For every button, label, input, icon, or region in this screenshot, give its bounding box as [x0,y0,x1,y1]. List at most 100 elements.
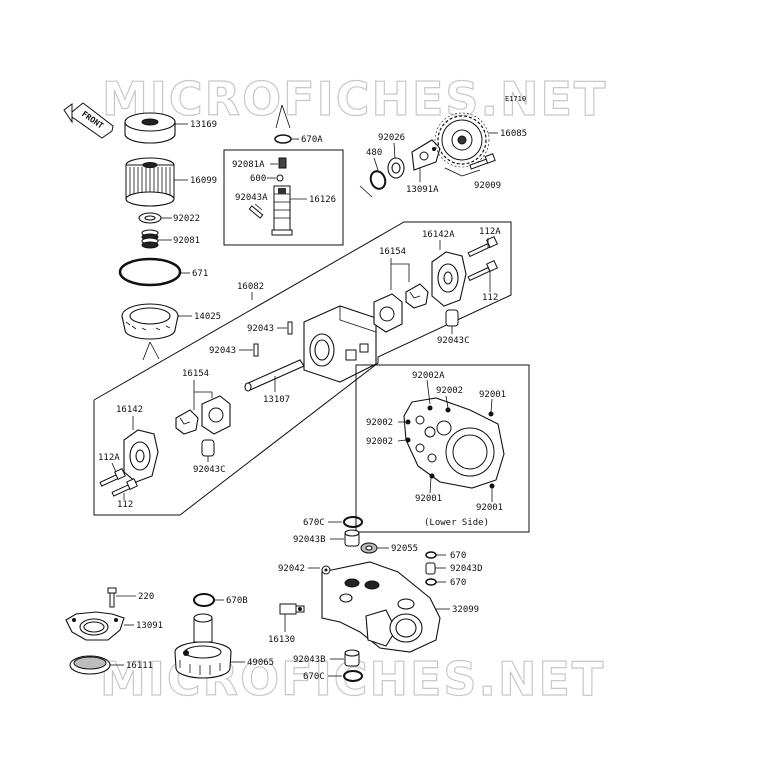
label-49065: 49065 [247,658,274,668]
label-16130: 16130 [268,635,295,645]
label-92002-a: 92002 [436,386,463,396]
label-13091A: 13091A [406,185,439,195]
o-ring-670C-b-icon [343,670,363,682]
ball-600-icon [276,174,284,182]
label-112-a: 112 [482,293,498,303]
bolt-92009-icon [469,153,496,170]
dowel-92043B-b-icon [344,649,360,667]
label-32099: 32099 [452,605,479,615]
shaft-13107-icon [244,359,305,392]
fitting-16130-icon [279,603,305,615]
o-ring-670-b-icon [425,578,437,586]
cover-16142-icon [123,429,159,483]
label-92009: 92009 [474,181,501,191]
o-ring-670A-icon [274,134,292,144]
label-670-b: 670 [450,578,466,588]
diagram-code: E1710 [505,95,526,103]
label-600: 600 [250,174,266,184]
bolt-112A-b-icon [99,468,126,487]
label-92042: 92042 [278,564,305,574]
relief-valve-group-box [223,149,344,246]
label-16154-a: 16154 [379,247,406,257]
dowel-92043B-a-icon [344,529,360,547]
pin-92043-a-icon [287,321,293,335]
label-112-b: 112 [117,500,133,510]
strainer-49065-icon [174,613,232,679]
label-92043C-a: 92043C [437,336,470,346]
label-670-a: 670 [450,551,466,561]
label-92081: 92081 [173,236,200,246]
cover-16142A-icon [431,251,467,307]
label-92043B-b: 92043B [293,655,326,665]
spring-92081-icon [141,229,159,249]
washer-92055-icon [360,542,378,554]
label-92055: 92055 [391,544,418,554]
front-arrow-icon: FRONT [63,102,114,139]
part-13169-icon [124,112,176,144]
label-16085: 16085 [500,129,527,139]
oil-pan-housing-32099-icon [321,561,441,653]
pump-body-icon [303,305,377,383]
label-13091: 13091 [136,621,163,631]
plate-13091-icon [65,611,125,641]
bolt-112-a-icon [467,260,498,282]
label-14025: 14025 [194,312,221,322]
screw-220-icon [107,587,117,608]
label-16142A: 16142A [422,230,455,240]
bolt-112A-a-icon [467,236,498,258]
label-671: 671 [192,269,208,279]
label-92043A: 92043A [235,193,268,203]
label-670B: 670B [226,596,248,606]
label-92043B-a: 92043B [293,535,326,545]
rotor-inner-b-icon [175,409,199,435]
label-92043-b: 92043 [209,346,236,356]
pin-92043A-icon [248,205,264,219]
dowel-92043C-a-icon [445,309,459,327]
gear-16085-icon [434,112,490,168]
label-16142: 16142 [116,405,143,415]
lower-side-caption: (Lower Side) [424,518,489,528]
label-112A-a: 112A [479,227,501,237]
bolt-112-b-icon [111,478,138,497]
o-ring-670C-a-icon [343,516,363,528]
circlip-480-icon [369,170,387,190]
label-112A-b: 112A [98,453,120,463]
relief-valve-16126-icon [271,185,293,236]
o-ring-670B-icon [193,593,215,607]
label-16099: 16099 [190,176,217,186]
label-16154-b: 16154 [182,369,209,379]
o-ring-671-icon [118,257,182,287]
label-92001-a: 92001 [479,390,506,400]
label-92022: 92022 [173,214,200,224]
dowel-92043C-b-icon [201,439,215,457]
label-16111: 16111 [126,661,153,671]
label-92001-c: 92001 [476,503,503,513]
spring-92081A-icon [278,157,287,169]
label-92002-b: 92002 [366,418,393,428]
bracket-13091A-icon [411,139,441,171]
screen-14025-icon [121,303,179,340]
label-670A: 670A [301,135,323,145]
label-16126: 16126 [309,195,336,205]
rotor-outer-b-icon [201,395,231,435]
label-92081A: 92081A [232,160,265,170]
lower-side-box [355,364,530,533]
watermark-top: MICROFICHES.NET [102,72,607,126]
label-92043-a: 92043 [247,324,274,334]
cap-16111-icon [69,655,111,675]
o-ring-670-a-icon [425,551,437,559]
label-13169: 13169 [190,120,217,130]
label-670C-a: 670C [303,518,325,528]
washer-92026-icon [387,157,405,179]
washer-92022-icon [138,212,162,224]
label-220: 220 [138,592,154,602]
dowel-92043D-icon [425,562,436,575]
label-92002A: 92002A [412,371,445,381]
rotor-outer-a-icon [373,293,403,333]
label-92001-b: 92001 [415,494,442,504]
label-92002-c: 92002 [366,437,393,447]
lower-side-housing-icon [403,397,505,489]
label-16082: 16082 [237,282,264,292]
label-13107: 13107 [263,395,290,405]
